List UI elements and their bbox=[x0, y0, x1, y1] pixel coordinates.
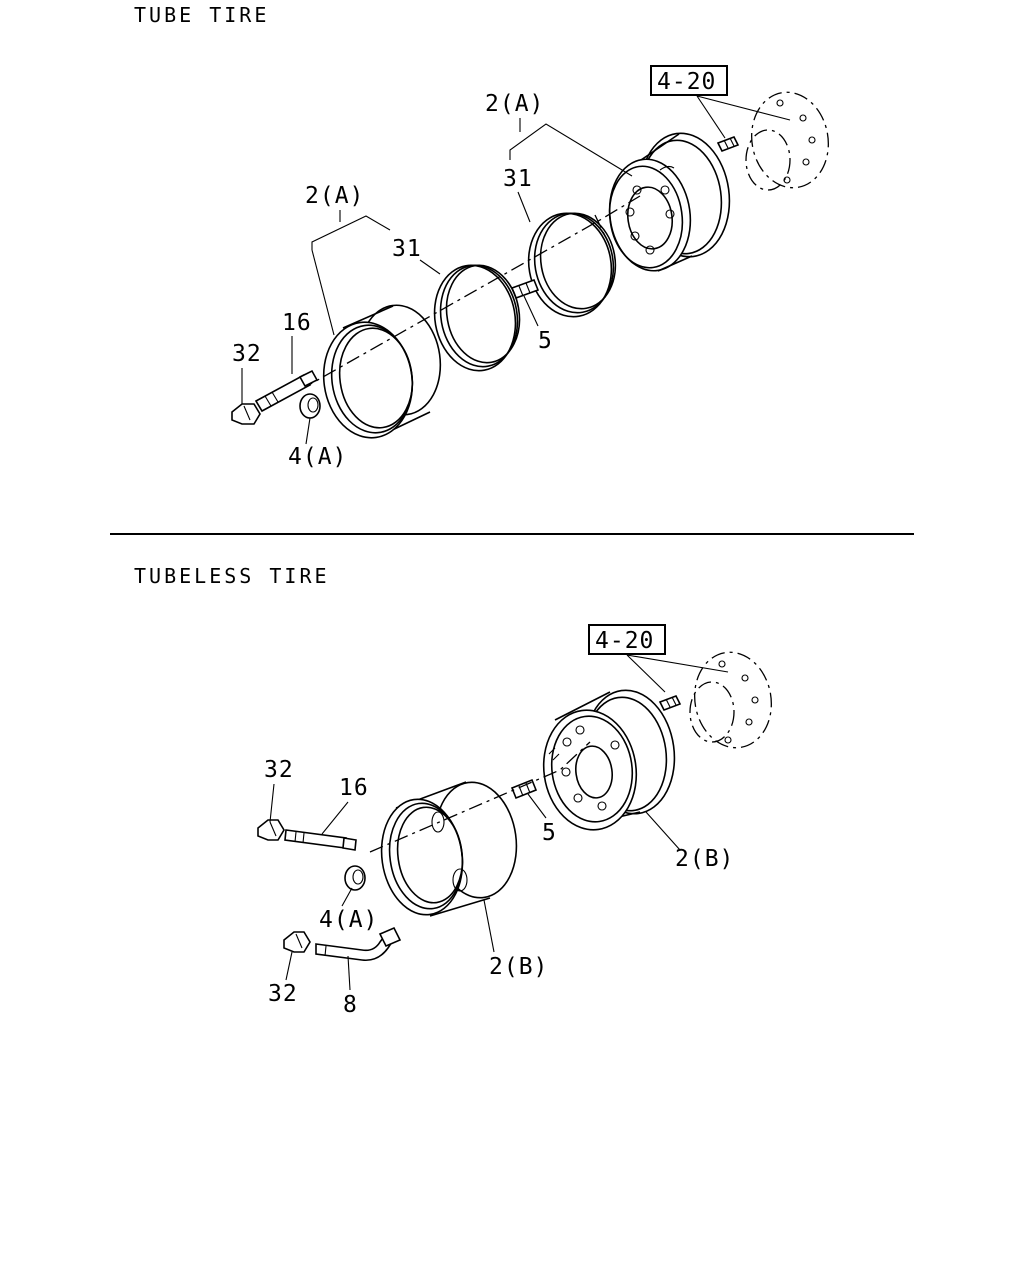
rim-2b-inner bbox=[542, 689, 676, 831]
ref-box-4-20-tube[interactable]: 4-20 bbox=[650, 65, 728, 96]
leader-2a-lower-bracket bbox=[311, 215, 391, 250]
cap-32-tube[interactable] bbox=[231, 403, 261, 425]
leader-ref-hub bbox=[626, 654, 729, 673]
leader-31-lower bbox=[419, 259, 441, 275]
label-2b-outer: 2(B) bbox=[489, 954, 548, 980]
leader-2a-lower-drop bbox=[311, 249, 335, 336]
axis-line-tube bbox=[299, 195, 641, 391]
label-2a-upper: 2(A) bbox=[485, 91, 544, 117]
label-5-tube: 5 bbox=[538, 328, 553, 354]
label-4a-tubeless: 4(A) bbox=[319, 907, 378, 933]
label-32-tubeless-lower: 32 bbox=[268, 981, 298, 1007]
leader-31-upper bbox=[517, 191, 531, 223]
label-31-upper: 31 bbox=[503, 166, 533, 192]
rim-2a-upper bbox=[608, 132, 731, 272]
extension-8[interactable] bbox=[315, 926, 402, 962]
leader-5-tube bbox=[523, 295, 539, 327]
label-4a-tube: 4(A) bbox=[288, 444, 347, 470]
leader-32-tubeless-lower bbox=[285, 951, 293, 981]
leader-ref-stud bbox=[696, 95, 726, 139]
valve-stem-16-tube[interactable] bbox=[254, 369, 319, 413]
hub-tube bbox=[745, 91, 829, 191]
leader-ref-stud bbox=[626, 654, 666, 693]
ring-31-lower bbox=[433, 264, 521, 372]
tube-tire-title: TUBE TIRE bbox=[134, 3, 269, 27]
cap-32-tubeless-lower[interactable] bbox=[283, 931, 311, 953]
hub-stud-tubeless bbox=[658, 694, 682, 712]
nut-4a-tubeless[interactable] bbox=[344, 865, 366, 891]
label-16-tubeless: 16 bbox=[339, 775, 369, 801]
rim-2a-lower bbox=[322, 304, 442, 439]
label-8: 8 bbox=[343, 992, 358, 1018]
label-2b-inner: 2(B) bbox=[675, 846, 734, 872]
ring-31-upper bbox=[527, 212, 617, 318]
leader-2b-outer bbox=[483, 899, 495, 953]
label-5-tubeless: 5 bbox=[542, 820, 557, 846]
label-16-tube: 16 bbox=[282, 310, 312, 336]
leader-ref-hub bbox=[696, 95, 791, 121]
nut-4a-tube[interactable] bbox=[299, 393, 321, 419]
label-31-lower: 31 bbox=[392, 236, 422, 262]
stud-5-tubeless bbox=[510, 778, 538, 800]
leader-4a-tubeless bbox=[341, 887, 353, 907]
tubeless-tire-section: TUBELESS TIRE 4-20 bbox=[134, 564, 772, 1018]
leader-4a-tube bbox=[305, 417, 311, 445]
leader-5-tubeless bbox=[527, 793, 547, 819]
tube-tire-section: TUBE TIRE 4-20 bbox=[134, 3, 829, 470]
leader-32-tubeless-upper bbox=[269, 783, 275, 823]
ref-box-frame bbox=[650, 65, 728, 96]
label-2a-lower: 2(A) bbox=[305, 183, 364, 209]
rim-2b-outer bbox=[380, 781, 518, 917]
tubeless-tire-title: TUBELESS TIRE bbox=[134, 564, 330, 588]
ref-box-label: 4-20 bbox=[657, 69, 716, 95]
ref-box-4-20-tubeless[interactable]: 4-20 bbox=[588, 624, 666, 655]
hub-tubeless bbox=[689, 651, 772, 749]
ref-box-label: 4-20 bbox=[595, 628, 654, 654]
leader-8 bbox=[347, 955, 351, 991]
leader-2a-upper-bracket bbox=[509, 123, 633, 177]
label-32-tube: 32 bbox=[232, 341, 262, 367]
valve-stem-16-tubeless[interactable] bbox=[284, 829, 357, 851]
ref-box-frame bbox=[588, 624, 666, 655]
leader-2b-inner bbox=[645, 811, 681, 851]
axis-tick-tube bbox=[594, 214, 606, 237]
hub-stud-tube bbox=[716, 135, 740, 153]
leader-16-tubeless bbox=[321, 801, 349, 835]
cap-32-tubeless-upper[interactable] bbox=[257, 819, 285, 841]
label-32-tubeless-upper: 32 bbox=[264, 757, 294, 783]
